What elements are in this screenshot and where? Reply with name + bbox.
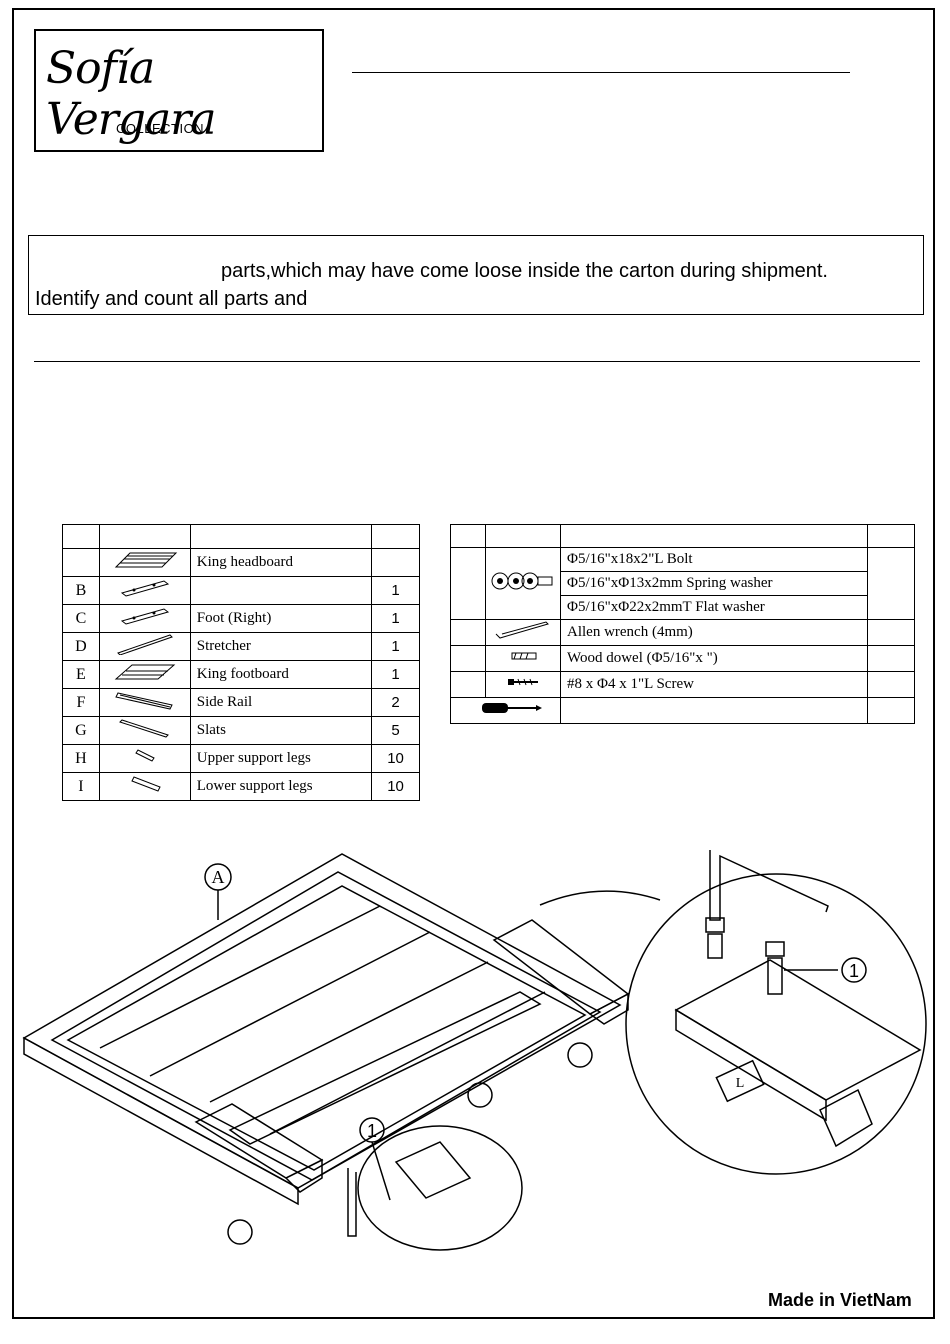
hardware-desc xyxy=(560,697,868,724)
part-desc: Side Rail xyxy=(189,688,373,717)
slat-line xyxy=(149,931,431,1077)
notice-line-1: parts,which may have come loose inside t… xyxy=(221,260,828,282)
headboard-frame xyxy=(22,853,622,1189)
callout-a-label: A xyxy=(212,867,225,887)
detail-plate-edge xyxy=(675,1008,827,1122)
detail-bottom-block xyxy=(394,1141,472,1199)
table-row xyxy=(450,697,915,724)
part-desc: Stretcher xyxy=(189,632,373,661)
slat-line xyxy=(209,961,489,1103)
brand-logo: Sofía Vergara COLLECTION xyxy=(34,29,324,152)
callout-circle-4 xyxy=(467,1082,493,1108)
part-qty: 1 xyxy=(371,604,420,633)
table-row: Φ5/16"x18x2"L Bolt xyxy=(450,547,915,620)
allen-wrench-icon xyxy=(485,619,561,646)
side-rail-icon xyxy=(98,688,191,717)
notice-box: parts,which may have come loose inside t… xyxy=(28,235,924,315)
part-letter: B xyxy=(62,576,100,605)
headboard-edge xyxy=(23,1036,299,1206)
plate-label: L xyxy=(736,1076,745,1091)
right-foot-block xyxy=(492,919,630,1015)
section-rule xyxy=(34,361,920,362)
page-frame xyxy=(12,8,935,1319)
hardware-desc: #8 x Φ4 x 1"L Screw xyxy=(560,671,868,698)
callout-leader-2 xyxy=(371,1141,391,1201)
part-letter: I xyxy=(62,772,100,801)
left-foot-end xyxy=(284,1158,323,1193)
table-row: King headboard xyxy=(62,548,420,577)
part-desc: Slats xyxy=(189,716,373,745)
parts-table-header xyxy=(62,524,420,549)
bolt-head-2 xyxy=(765,941,785,957)
hardware-desc: Φ5/16"xΦ13x2mm Spring washer xyxy=(560,571,868,596)
detail-label-plate xyxy=(715,1059,765,1103)
title-rule xyxy=(352,72,850,73)
detail-leader xyxy=(539,890,661,906)
table-row: Φ5/16"xΦ13x2mm Spring washer xyxy=(451,571,915,596)
callout-circle-5 xyxy=(227,1219,253,1245)
slat-line xyxy=(99,905,381,1049)
table-row: G Slats 5 xyxy=(62,716,420,745)
hardware-desc: Φ5/16"xΦ22x2mmT Flat washer xyxy=(560,595,868,620)
part-qty xyxy=(371,548,420,577)
table-row: F Side Rail 2 xyxy=(62,688,420,717)
part-desc: Lower support legs xyxy=(189,772,373,801)
callout-circle-1 xyxy=(841,957,867,983)
callout-1b-label: 1 xyxy=(367,1121,377,1141)
screw-icon xyxy=(485,671,561,698)
lower-leg-icon xyxy=(98,772,191,801)
callout-circle-3 xyxy=(567,1042,593,1068)
callout-1-label: 1 xyxy=(849,961,859,981)
table-row: #8 x Φ4 x 1"L Screw xyxy=(450,671,915,698)
stretcher-icon xyxy=(98,632,191,661)
detail-circle-bottom xyxy=(357,1125,523,1251)
table-row: Φ5/16"xΦ22x2mmT Flat washer xyxy=(451,595,915,620)
brand-subtitle: COLLECTION xyxy=(116,121,205,136)
headboard-inner xyxy=(50,871,602,1181)
right-foot-end xyxy=(588,992,629,1025)
allen-wrench xyxy=(709,850,829,921)
hardware-desc: Wood dowel (Φ5/16"x ") xyxy=(560,645,868,672)
bolt-body-2 xyxy=(767,957,783,995)
table-row: I Lower support legs 10 xyxy=(62,772,420,801)
hardware-table: Φ5/16"x18x2"L Bolt Φ5/16"xΦ13x2mm Spring… xyxy=(450,524,915,724)
detail-circle-right xyxy=(625,873,927,1175)
part-letter: H xyxy=(62,744,100,773)
upper-leg-icon xyxy=(98,744,191,773)
table-row: C Foot (Right) 1 xyxy=(62,604,420,633)
part-qty: 10 xyxy=(371,772,420,801)
bolt-washer-icon xyxy=(485,547,561,620)
parts-table: King headboard B 1 C Foot (Right) 1 D St… xyxy=(62,524,420,801)
bolt-body xyxy=(707,933,723,959)
part-desc: Foot (Right) xyxy=(189,604,373,633)
side-rail xyxy=(228,991,542,1145)
slat-line xyxy=(269,991,546,1135)
bolt-head xyxy=(705,917,725,933)
allen-wrench-small xyxy=(347,1168,357,1237)
brand-script: Sofía Vergara xyxy=(46,43,216,145)
headboard-panel xyxy=(66,885,587,1171)
made-in-label: Made in VietNam xyxy=(768,1290,912,1310)
footboard-icon xyxy=(98,660,191,689)
part-qty: 2 xyxy=(371,688,420,717)
notice-line-2: Identify and count all parts and xyxy=(35,288,308,310)
detail-plate xyxy=(674,959,922,1101)
screwdriver-icon xyxy=(450,697,561,724)
part-desc: King headboard xyxy=(189,548,373,577)
detail-block xyxy=(819,1088,873,1148)
table-row: E King footboard 1 xyxy=(62,660,420,689)
table-row: Allen wrench (4mm) xyxy=(450,619,915,646)
part-desc: King footboard xyxy=(189,660,373,689)
